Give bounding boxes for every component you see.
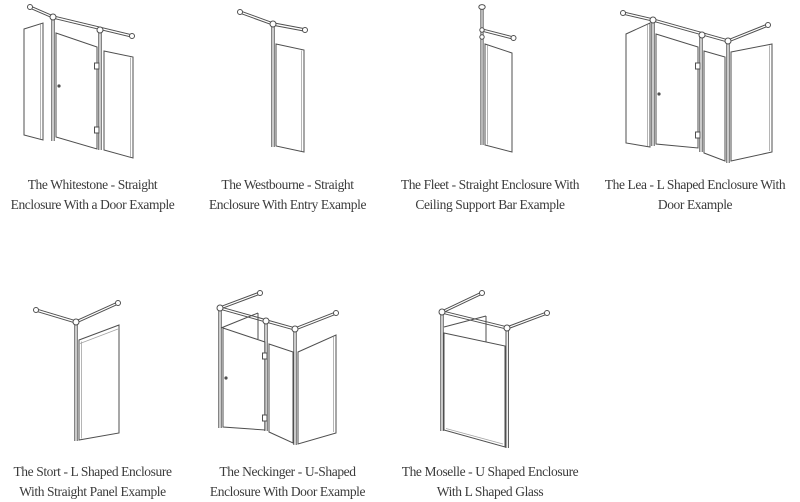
caption-line: The Stort - L Shaped Enclosure (13, 464, 172, 479)
caption-line: The Lea - L Shaped Enclosure With (604, 177, 786, 192)
caption-line: Enclosure With a Door Example (10, 197, 175, 212)
moselle-diagram (438, 290, 550, 448)
whitestone-diagram (23, 4, 135, 159)
caption-line: The Moselle - U Shaped Enclosure (401, 464, 579, 479)
enclosure-caption: The Whitestone - Straight Enclosure With… (0, 175, 185, 215)
lea-diagram (620, 10, 773, 163)
caption-line: The Whitestone - Straight (27, 177, 158, 192)
neckinger-diagram (216, 290, 339, 445)
westbourne-diagram (236, 9, 308, 153)
enclosure-caption: The Neckinger - U-Shaped Enclosure With … (185, 462, 390, 502)
caption-line: Enclosure With Door Example (209, 484, 366, 499)
enclosure-caption: The Lea - L Shaped Enclosure With Door E… (590, 175, 800, 215)
enclosure-caption: The Fleet - Straight Enclosure With Ceil… (390, 175, 590, 215)
enclosure-card-neckinger: The Neckinger - U-Shaped Enclosure With … (185, 243, 390, 500)
caption-line: Door Example (657, 197, 733, 212)
enclosure-card-stort: The Stort - L Shaped Enclosure With Stra… (0, 243, 185, 500)
fleet-diagram (478, 4, 517, 153)
stort-diagram (32, 300, 121, 441)
caption-line: With L Shaped Glass (436, 484, 544, 499)
empty-cell (590, 243, 800, 500)
caption-line: The Fleet - Straight Enclosure With (400, 177, 580, 192)
enclosure-card-fleet: The Fleet - Straight Enclosure With Ceil… (390, 0, 590, 243)
enclosure-card-whitestone: The Whitestone - Straight Enclosure With… (0, 0, 185, 243)
enclosure-caption: The Moselle - U Shaped Enclosure With L … (390, 462, 590, 502)
enclosure-card-lea: The Lea - L Shaped Enclosure With Door E… (590, 0, 800, 243)
enclosure-card-westbourne: The Westbourne - Straight Enclosure With… (185, 0, 390, 243)
enclosure-card-moselle: The Moselle - U Shaped Enclosure With L … (390, 243, 590, 500)
caption-line: Ceiling Support Bar Example (415, 197, 565, 212)
enclosure-caption: The Stort - L Shaped Enclosure With Stra… (0, 462, 185, 502)
caption-line: Enclosure With Entry Example (208, 197, 367, 212)
enclosure-caption: The Westbourne - Straight Enclosure With… (185, 175, 390, 215)
caption-line: With Straight Panel Example (19, 484, 166, 499)
caption-line: The Westbourne - Straight (221, 177, 354, 192)
caption-line: The Neckinger - U-Shaped (219, 464, 356, 479)
